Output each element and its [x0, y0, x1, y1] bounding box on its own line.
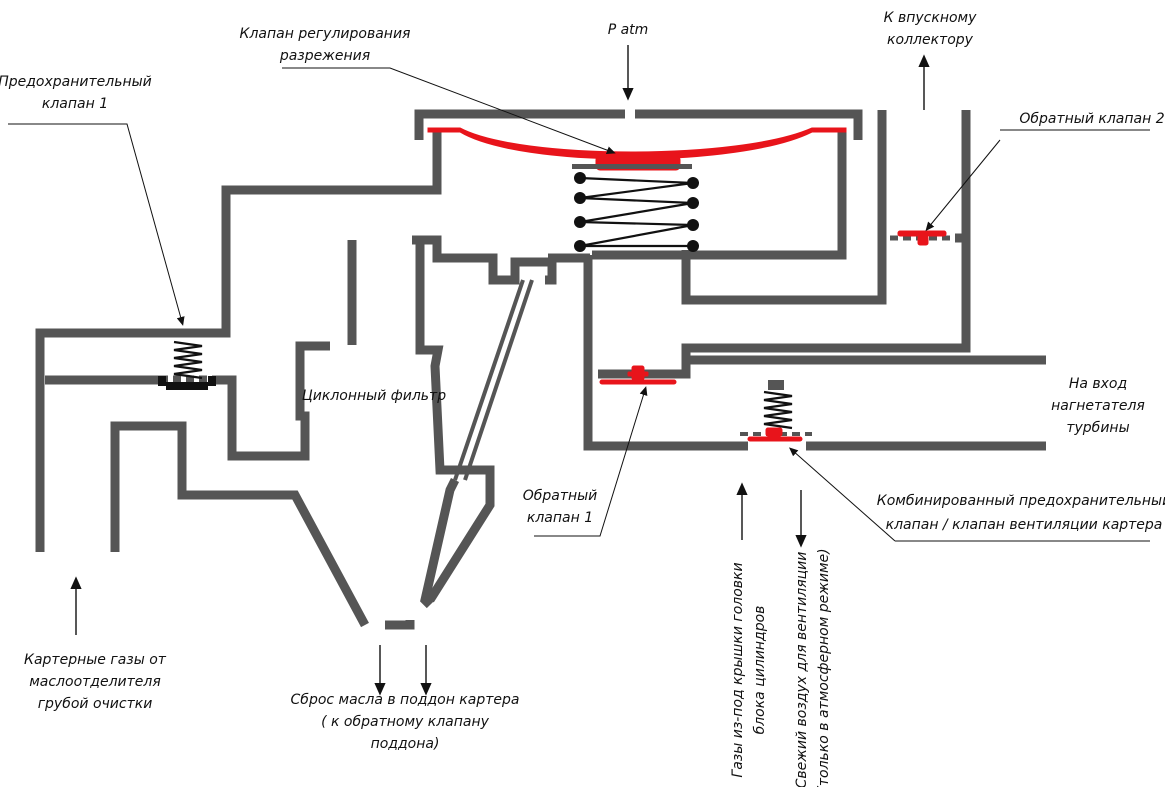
vacuum-valve-spring: [574, 172, 699, 252]
check-valve-1: [598, 365, 684, 385]
label-intake-manifold-line1: К впускному: [884, 10, 978, 26]
label-turbo-inlet-line1: На вход: [1069, 376, 1127, 392]
label-combined-valve-line1: Комбинированный предохранительный: [877, 493, 1165, 509]
label-check-valve-1: Обратный клапан 1: [523, 488, 598, 526]
label-oil-drain-line2: ( к обратному клапану: [321, 714, 490, 730]
label-turbo-inlet-line3: турбины: [1066, 420, 1129, 436]
label-head-cover-gases-line2: блока цилиндров: [752, 606, 768, 735]
label-vacuum-valve-line2: разрежения: [279, 48, 370, 64]
label-head-cover-gases: Газы из-под крышки головки блока цилиндр…: [730, 562, 768, 777]
label-intake-manifold: К впускному коллектору: [884, 10, 978, 48]
label-check-valve-1-line1: Обратный: [523, 488, 598, 504]
relief-valve-1: [158, 340, 216, 390]
combined-valve: [740, 380, 812, 442]
check-valve-2: [890, 230, 955, 246]
label-p-atm: P atm: [608, 22, 649, 38]
label-fresh-air: Свежий воздух для вентиляции (только в а…: [794, 548, 832, 787]
label-oil-drain-line1: Сброс масла в поддон картера: [291, 692, 520, 708]
label-turbo-inlet-line2: нагнетателя: [1051, 398, 1145, 414]
label-combined-valve: Комбинированный предохранительный клапан…: [877, 493, 1165, 533]
label-crankcase-gases-line2: маслоотделителя: [29, 674, 161, 690]
label-relief-valve-1-line2: клапан 1: [42, 96, 108, 112]
label-fresh-air-line1: Свежий воздух для вентиляции: [794, 552, 810, 787]
label-vacuum-valve: Клапан регулирования разрежения: [240, 26, 411, 64]
label-relief-valve-1-line1: Предохранительный: [0, 74, 152, 90]
label-intake-manifold-line2: коллектору: [887, 32, 974, 48]
label-relief-valve-1: Предохранительный клапан 1: [0, 74, 152, 112]
label-check-valve-2: Обратный клапан 2: [1019, 111, 1164, 127]
label-turbo-inlet: На вход нагнетателя турбины: [1051, 376, 1145, 436]
label-vacuum-valve-line1: Клапан регулирования: [240, 26, 411, 42]
label-fresh-air-line2: (только в атмосферном режиме): [816, 548, 832, 787]
label-oil-drain-line3: поддона): [371, 736, 440, 752]
label-crankcase-gases-line1: Картерные газы от: [24, 652, 167, 668]
flow-arrows: [70, 45, 930, 696]
label-cyclone-filter: Циклонный фильтр: [302, 388, 446, 404]
leader-lines: [8, 67, 1150, 542]
housing-walls: [35, 109, 1046, 630]
oil-drain-tube: [420, 279, 534, 609]
label-head-cover-gases-line1: Газы из-под крышки головки: [730, 562, 746, 777]
label-check-valve-1-line2: клапан 1: [527, 510, 593, 526]
label-crankcase-gases: Картерные газы от маслоотделителя грубой…: [24, 652, 167, 712]
label-oil-drain: Сброс масла в поддон картера ( к обратно…: [291, 692, 520, 752]
vacuum-valve: [427, 127, 847, 252]
label-combined-valve-line2: клапан / клапан вентиляции картера: [886, 517, 1163, 533]
label-crankcase-gases-line3: грубой очистки: [38, 696, 153, 712]
